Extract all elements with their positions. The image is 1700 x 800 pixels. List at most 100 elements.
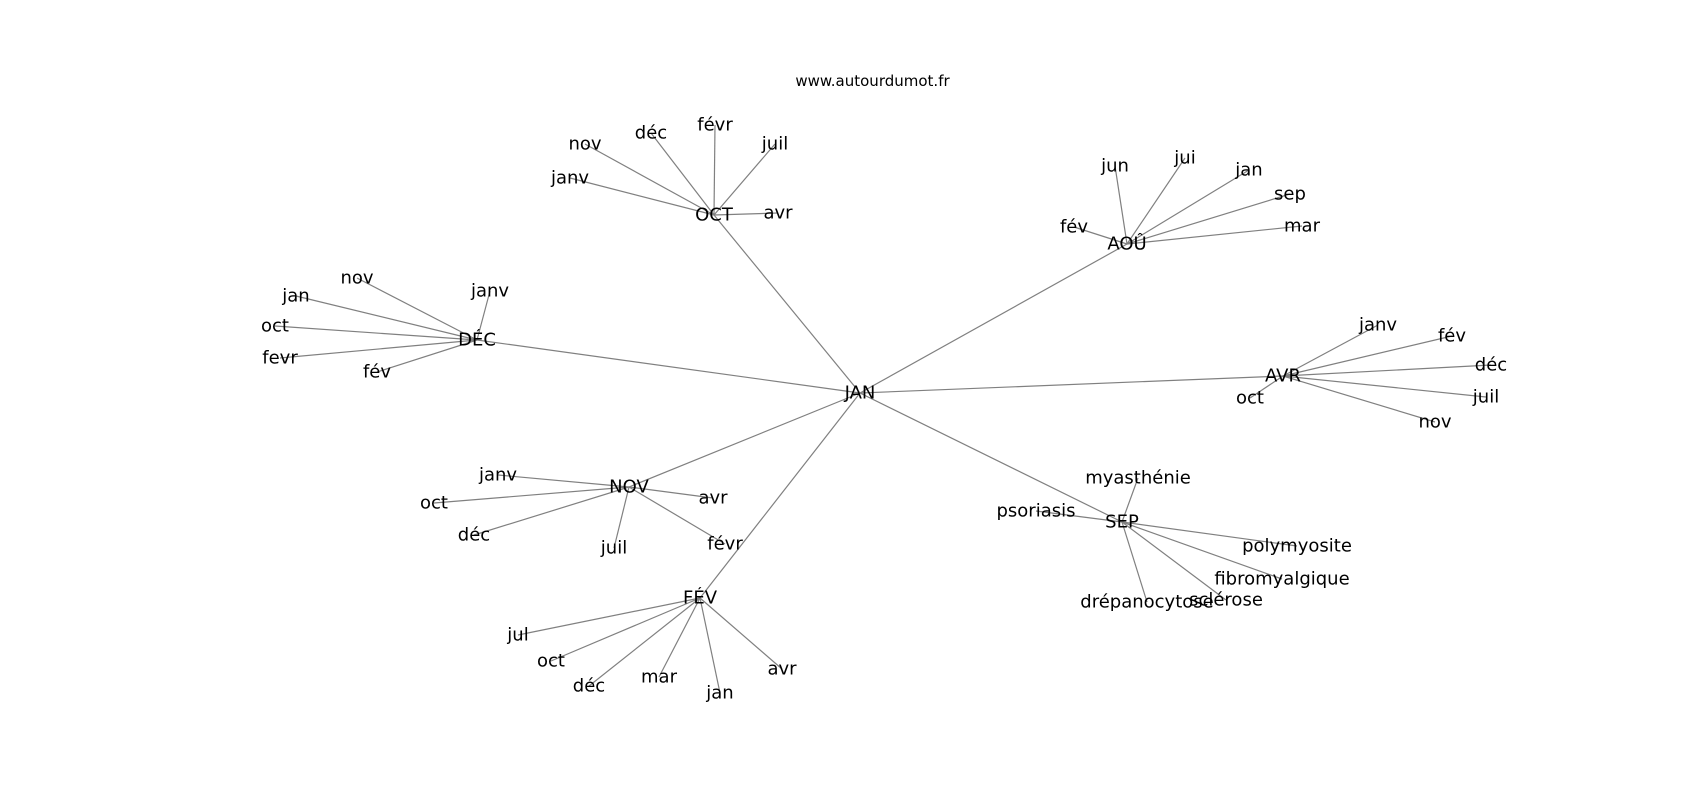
edge-nov-janv: [497, 474, 630, 488]
leaf-node-dec-jan[interactable]: jan: [281, 286, 309, 307]
edges: [274, 124, 1492, 694]
edge-fev-avr: [699, 597, 783, 670]
edge-root-fev: [699, 392, 861, 599]
edge-dec-janv: [476, 290, 491, 341]
leaf-node-dec-oct[interactable]: oct: [261, 316, 289, 337]
leaf-node-oct-janv[interactable]: janv: [550, 168, 589, 189]
hub-node-dec[interactable]: DÉC: [458, 329, 496, 351]
leaf-node-dec-fevr[interactable]: fevr: [262, 348, 298, 369]
edge-root-nov: [628, 392, 861, 488]
leaf-node-sep-sclerose[interactable]: sclérose: [1189, 590, 1263, 611]
leaf-node-oct-fevr[interactable]: févr: [697, 115, 733, 136]
leaf-node-dec-fev[interactable]: fév: [363, 362, 391, 383]
leaf-node-aou-jun[interactable]: jun: [1100, 156, 1129, 177]
edge-aou-jun: [1114, 165, 1128, 245]
hub-node-fev[interactable]: FÉV: [683, 587, 718, 609]
edge-root-avr: [859, 375, 1284, 394]
edge-aou-fev: [1073, 226, 1128, 245]
edge-sep-myasthenie: [1121, 477, 1139, 523]
leaf-node-aou-fev[interactable]: fév: [1060, 217, 1088, 238]
edge-oct-avr: [713, 212, 779, 216]
leaf-node-sep-polymyosite[interactable]: polymyosite: [1242, 536, 1352, 557]
edge-dec-fevr: [279, 339, 478, 359]
edge-root-sep: [859, 392, 1123, 523]
leaf-node-fev-dec[interactable]: déc: [573, 676, 605, 697]
edge-fev-mar: [658, 597, 701, 678]
leaf-node-nov-janv[interactable]: janv: [478, 465, 517, 486]
edge-nov-fevr: [628, 486, 726, 545]
leaf-node-fev-mar[interactable]: mar: [641, 667, 678, 688]
hub-node-aou[interactable]: AOÛ: [1107, 233, 1146, 255]
edge-oct-janv: [569, 177, 715, 216]
hub-node-nov[interactable]: NOV: [609, 477, 649, 498]
edge-nov-avr: [628, 486, 714, 499]
edge-sep-sclerose: [1121, 521, 1227, 601]
leaf-node-nov-juil[interactable]: juil: [600, 538, 627, 559]
edge-nov-juil: [613, 486, 630, 549]
leaf-node-avr-janv[interactable]: janv: [1358, 315, 1397, 336]
leaf-node-aou-jui[interactable]: jui: [1173, 148, 1195, 169]
edge-sep-drepanocytose: [1121, 521, 1148, 603]
edge-avr-dec: [1282, 364, 1492, 377]
edge-nov-oct: [433, 486, 630, 504]
leaf-node-aou-jan[interactable]: jan: [1234, 160, 1262, 181]
edge-root-aou: [859, 243, 1128, 394]
leaf-node-sep-myasthenie[interactable]: myasthénie: [1085, 468, 1191, 489]
edge-root-dec: [476, 339, 861, 394]
leaf-node-fev-jan[interactable]: jan: [705, 683, 733, 704]
edge-nov-dec: [473, 486, 630, 536]
leaf-node-sep-drepanocytose[interactable]: drépanocytose: [1080, 592, 1213, 613]
edge-aou-jan: [1126, 169, 1250, 245]
edge-fev-jan: [699, 597, 721, 694]
edge-avr-juil: [1282, 375, 1487, 398]
leaf-node-oct-avr[interactable]: avr: [763, 203, 793, 224]
edge-aou-mar: [1126, 225, 1303, 245]
edge-avr-janv: [1282, 324, 1379, 377]
source-url: www.autourdumot.fr: [795, 72, 950, 90]
edge-oct-fevr: [713, 124, 716, 216]
leaf-node-avr-dec[interactable]: déc: [1475, 355, 1507, 376]
hub-node-oct[interactable]: OCT: [695, 205, 734, 226]
edge-fev-jul: [517, 597, 701, 636]
leaf-node-nov-dec[interactable]: déc: [458, 525, 490, 546]
leaf-node-oct-dec[interactable]: déc: [635, 123, 667, 144]
leaf-node-avr-fev[interactable]: fév: [1438, 326, 1466, 347]
leaf-node-dec-janv[interactable]: janv: [470, 281, 509, 302]
edge-fev-dec: [588, 597, 701, 687]
edge-fev-oct: [550, 597, 701, 662]
leaf-node-fev-avr[interactable]: avr: [767, 659, 797, 680]
leaf-node-aou-sep[interactable]: sep: [1274, 184, 1306, 205]
leaf-node-oct-nov[interactable]: nov: [568, 134, 601, 155]
edge-oct-juil: [713, 143, 776, 216]
leaf-node-avr-oct[interactable]: oct: [1236, 388, 1264, 409]
edge-avr-fev: [1282, 335, 1453, 377]
edge-dec-nov: [356, 277, 478, 341]
leaf-node-sep-psoriasis[interactable]: psoriasis: [996, 501, 1075, 522]
leaf-node-nov-avr[interactable]: avr: [698, 488, 728, 509]
hub-node-avr[interactable]: AVR: [1265, 366, 1301, 387]
edge-sep-polymyosite: [1121, 521, 1298, 547]
leaf-node-oct-juil[interactable]: juil: [761, 134, 788, 155]
leaf-node-avr-nov[interactable]: nov: [1418, 412, 1451, 433]
edge-oct-dec: [650, 132, 715, 216]
leaf-node-nov-oct[interactable]: oct: [420, 493, 448, 514]
leaf-node-dec-nov[interactable]: nov: [340, 268, 373, 289]
edge-avr-oct: [1249, 375, 1284, 399]
hub-node-sep[interactable]: SEP: [1105, 512, 1139, 533]
edge-aou-sep: [1126, 193, 1291, 245]
leaf-node-sep-fibromyalgique[interactable]: fibromyalgique: [1214, 569, 1349, 590]
edge-sep-psoriasis: [1035, 510, 1123, 523]
edge-dec-oct: [274, 325, 478, 341]
root-node-label[interactable]: JAN: [844, 383, 876, 404]
leaf-node-fev-oct[interactable]: oct: [537, 651, 565, 672]
edge-oct-nov: [584, 143, 715, 216]
leaf-node-aou-mar[interactable]: mar: [1284, 216, 1321, 237]
edge-sep-fibromyalgique: [1121, 521, 1283, 580]
leaf-node-fev-jul[interactable]: jul: [506, 625, 528, 646]
leaf-node-avr-juil[interactable]: juil: [1472, 387, 1499, 408]
leaf-node-nov-fevr[interactable]: févr: [707, 534, 743, 555]
edge-aou-jui: [1126, 157, 1186, 245]
edge-dec-jan: [295, 295, 478, 341]
